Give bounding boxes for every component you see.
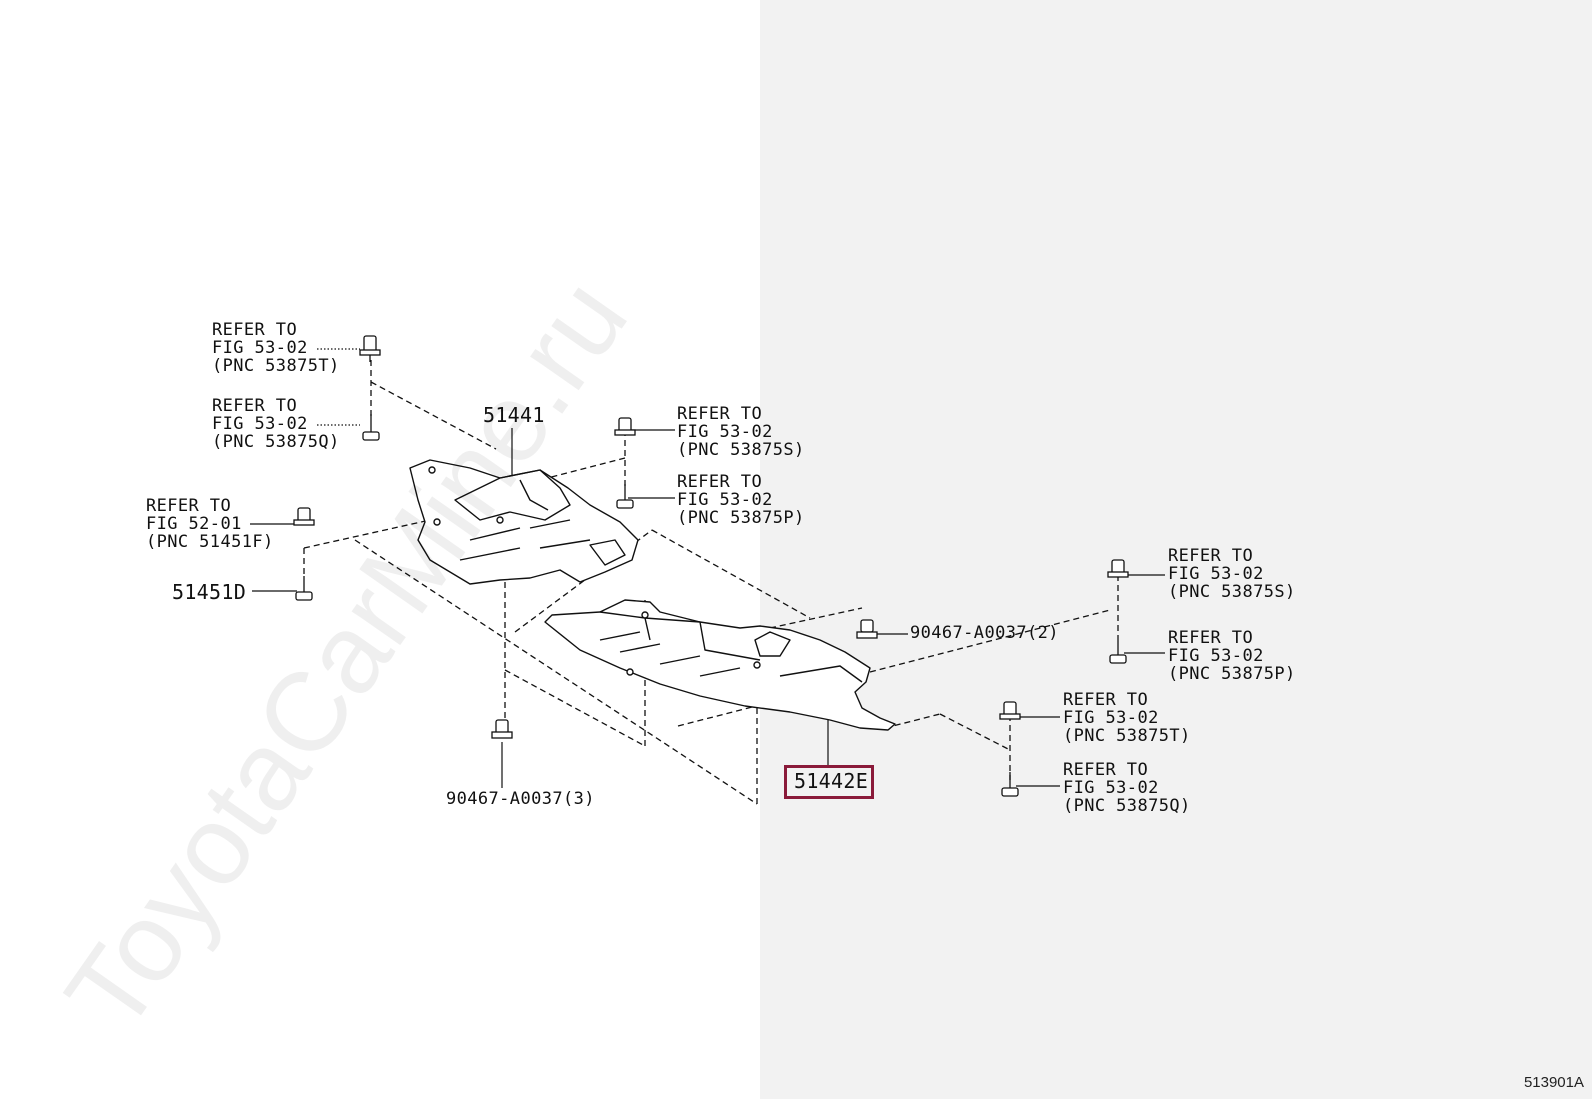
ref-line: (PNC 53875S): [1168, 582, 1296, 602]
ref-line: REFER TO: [1063, 760, 1149, 780]
ref-line: FIG 53-02: [677, 490, 773, 510]
screw-icon: [362, 414, 380, 441]
leader-dashed: [939, 713, 1011, 751]
ref-line: REFER TO: [146, 496, 232, 516]
ref-line: FIG 53-02: [212, 338, 308, 358]
clip-icon: [856, 619, 878, 639]
clip-icon: [359, 335, 381, 362]
leader-dashed: [651, 529, 811, 619]
leader-dashed: [769, 607, 863, 629]
ref-line: FIG 53-02: [1168, 564, 1264, 584]
screw-icon: [1109, 640, 1127, 664]
ref-line: REFER TO: [1168, 546, 1254, 566]
ref-line: (PNC 53875T): [1063, 726, 1191, 746]
leader-dashed: [677, 704, 761, 727]
screw-icon: [616, 484, 634, 509]
leader-dashed: [539, 457, 626, 481]
ref-line: (PNC 53875Q): [212, 432, 340, 452]
ref-line: FIG 53-02: [212, 414, 308, 434]
under-cover-51441: [409, 459, 639, 585]
part-number-51442e[interactable]: 51442E: [794, 769, 869, 793]
leader-dashed: [354, 539, 758, 805]
leader-dashed: [869, 609, 1111, 673]
part-number-clip-right[interactable]: 90467-A0037(2): [910, 623, 1059, 643]
screw-icon: [1001, 772, 1019, 797]
ref-line: REFER TO: [677, 472, 763, 492]
shaded-panel: [760, 0, 1592, 1099]
screw-icon: [295, 576, 313, 601]
clip-icon: [491, 719, 513, 739]
fastener-clips: [293, 335, 1129, 797]
ref-line: (PNC 51451F): [146, 532, 274, 552]
part-number-clip-left[interactable]: 90467-A0037(3): [446, 789, 595, 809]
ref-line: REFER TO: [677, 404, 763, 424]
ref-line: FIG 52-01: [146, 514, 242, 534]
ref-line: (PNC 53875Q): [1063, 796, 1191, 816]
ref-line: (PNC 53875P): [677, 508, 805, 528]
ref-line: FIG 53-02: [677, 422, 773, 442]
leader-dashed: [303, 519, 431, 549]
ref-line: (PNC 53875S): [677, 440, 805, 460]
part-number-51451d[interactable]: 51451D: [172, 580, 247, 604]
ref-line: FIG 53-02: [1063, 708, 1159, 728]
ref-line: REFER TO: [212, 320, 298, 340]
part-number-51441[interactable]: 51441: [483, 403, 545, 427]
ref-line: FIG 53-02: [1063, 778, 1159, 798]
ref-line: REFER TO: [212, 396, 298, 416]
clip-icon: [999, 701, 1021, 720]
ref-line: (PNC 53875P): [1168, 664, 1296, 684]
clip-icon: [1107, 559, 1129, 578]
under-cover-51442e: [544, 599, 896, 731]
ref-line: REFER TO: [1168, 628, 1254, 648]
diagram-id: 513901A: [1523, 1074, 1584, 1091]
clip-icon: [293, 507, 315, 526]
highlight-box: [784, 765, 874, 799]
ref-line: (PNC 53875T): [212, 356, 340, 376]
ref-line: FIG 53-02: [1168, 646, 1264, 666]
leader-dashed: [370, 381, 497, 450]
leader-dashed: [504, 669, 646, 747]
ref-line: REFER TO: [1063, 690, 1149, 710]
clip-icon: [614, 417, 636, 436]
